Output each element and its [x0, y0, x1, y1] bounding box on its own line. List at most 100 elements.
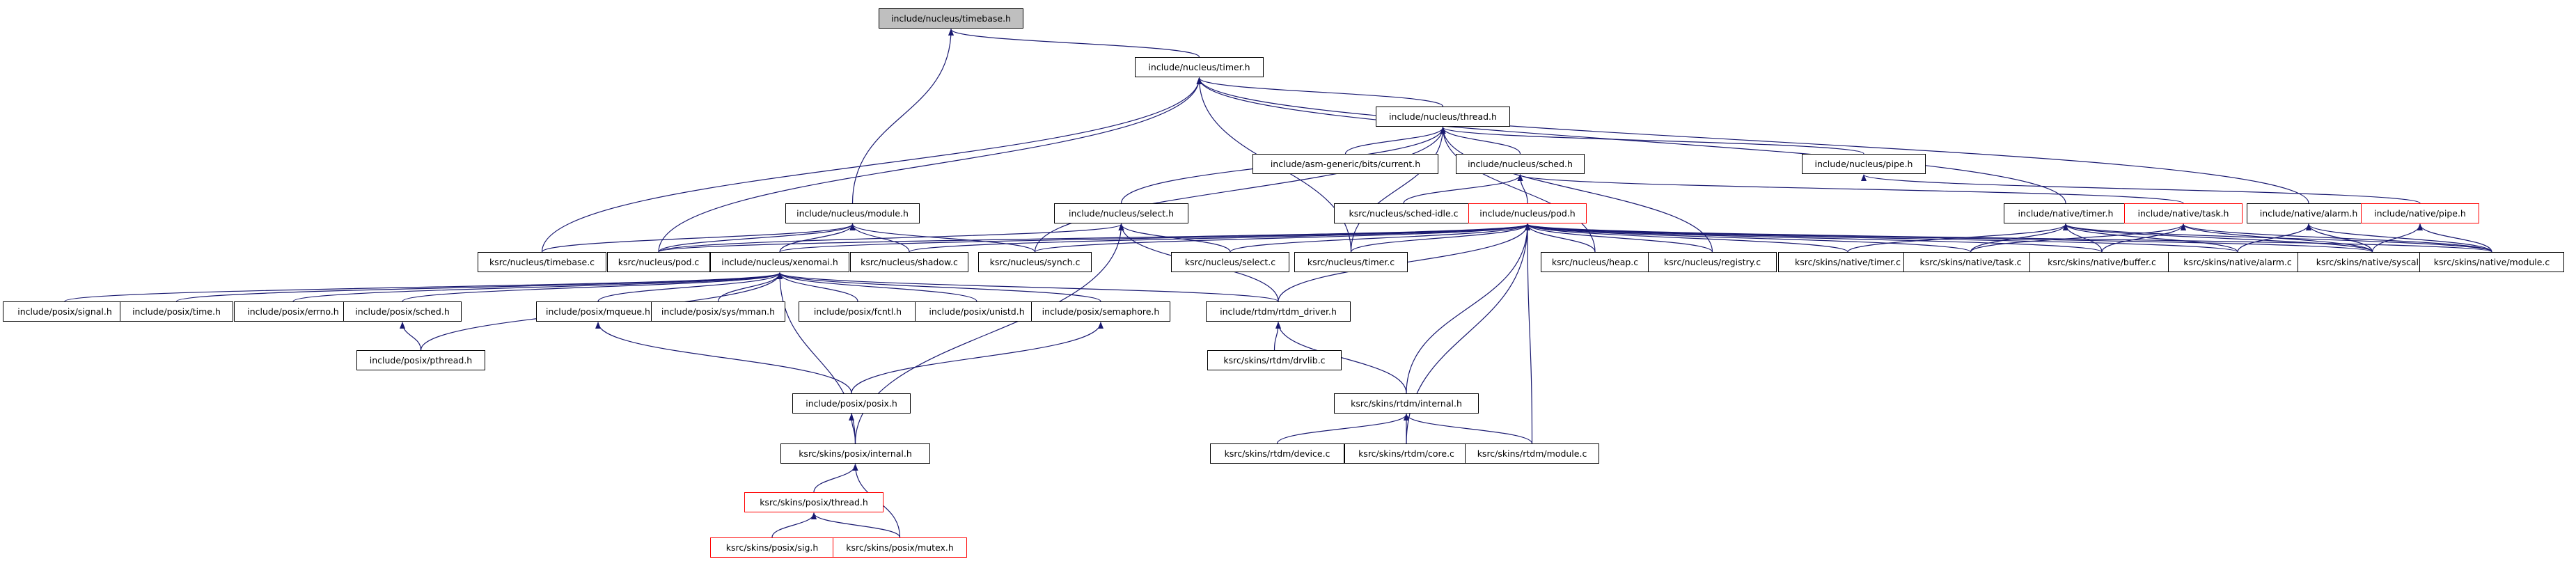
dependency-edge — [777, 272, 856, 444]
graph-node[interactable]: include/native/pipe.h — [2361, 203, 2479, 223]
dependency-edge — [1350, 223, 1530, 253]
dependency-edge — [1440, 127, 1713, 253]
graph-node[interactable]: include/posix/pthread.h — [356, 350, 485, 370]
graph-node[interactable]: include/asm-generic/bits/current.h — [1252, 154, 1438, 174]
graph-node[interactable]: ksrc/skins/posix/mutex.h — [833, 537, 967, 558]
dependency-edge — [1344, 127, 1446, 155]
dependency-edge — [909, 223, 1530, 253]
graph-node[interactable]: include/posix/sys/mman.h — [651, 301, 785, 322]
dependency-edge — [849, 414, 856, 444]
graph-node[interactable]: ksrc/skins/posix/sig.h — [710, 537, 834, 558]
graph-node[interactable]: ksrc/skins/native/buffer.c — [2029, 252, 2174, 272]
graph-node[interactable]: include/nucleus/timebase.h — [879, 8, 1023, 29]
graph-node[interactable]: include/nucleus/pipe.h — [1802, 154, 1926, 174]
graph-node[interactable]: ksrc/skins/native/timer.c — [1778, 252, 1917, 272]
graph-node[interactable]: include/native/alarm.h — [2247, 203, 2371, 223]
dependency-edge — [779, 223, 856, 253]
dependency-edge — [1275, 322, 1407, 394]
dependency-edge — [777, 272, 858, 302]
dependency-edge — [1525, 223, 2492, 253]
graph-node[interactable]: ksrc/nucleus/sched-idle.c — [1334, 203, 1473, 223]
graph-node[interactable]: ksrc/nucleus/shadow.c — [850, 252, 968, 272]
dependency-edge — [1440, 127, 1864, 155]
dependency-edge — [851, 29, 954, 204]
graph-node[interactable]: include/native/timer.h — [2004, 203, 2128, 223]
dependency-edge — [1861, 174, 2421, 204]
dependency-edge — [2063, 223, 2238, 253]
graph-node[interactable]: ksrc/skins/posix/internal.h — [780, 443, 930, 464]
dependency-edge — [1847, 223, 2068, 253]
dependency-edge — [292, 272, 783, 302]
graph-node[interactable]: ksrc/skins/rtdm/core.c — [1344, 443, 1468, 464]
graph-node[interactable]: include/native/task.h — [2124, 203, 2243, 223]
graph-node[interactable]: ksrc/skins/native/task.c — [1903, 252, 2038, 272]
graph-node[interactable]: include/posix/signal.h — [3, 301, 127, 322]
graph-node[interactable]: include/nucleus/thread.h — [1376, 107, 1510, 127]
dependency-edge — [2417, 223, 2492, 253]
dependency-edge — [1525, 223, 1972, 253]
dependency-edge — [541, 77, 1202, 253]
dependency-edge — [541, 223, 856, 253]
graph-node[interactable]: ksrc/nucleus/pod.c — [607, 252, 710, 272]
graph-node[interactable]: include/posix/time.h — [120, 301, 233, 322]
dependency-edge — [1276, 414, 1409, 444]
graph-node[interactable]: include/nucleus/xenomai.h — [710, 252, 849, 272]
graph-node[interactable]: include/nucleus/sched.h — [1456, 154, 1585, 174]
dependency-edge — [2371, 223, 2423, 253]
graph-node[interactable]: include/posix/mqueue.h — [536, 301, 660, 322]
dependency-edge — [595, 322, 852, 394]
graph-node[interactable]: include/posix/semaphore.h — [1031, 301, 1170, 322]
dependency-edge — [1406, 223, 1530, 394]
dependency-edge — [2181, 223, 2373, 253]
graph-node[interactable]: ksrc/skins/posix/thread.h — [744, 492, 883, 512]
dependency-edge — [597, 272, 783, 302]
graph-node[interactable]: include/nucleus/timer.h — [1135, 57, 1264, 77]
graph-node[interactable]: ksrc/nucleus/timebase.c — [478, 252, 606, 272]
dependency-edge — [1970, 223, 2186, 253]
dependency-edge — [2306, 223, 2492, 253]
dependency-edge — [779, 223, 1530, 253]
graph-node[interactable]: ksrc/skins/rtdm/internal.h — [1334, 393, 1479, 414]
dependency-edge — [1525, 223, 2373, 253]
graph-node[interactable]: include/posix/posix.h — [792, 393, 911, 414]
dependency-edge — [1440, 127, 1521, 155]
dependency-edge — [777, 272, 977, 302]
graph-node[interactable]: include/posix/fcntl.h — [799, 301, 917, 322]
dependency-edge — [777, 272, 1279, 302]
dependency-edge — [1196, 77, 2309, 204]
dependency-edge — [1034, 127, 1446, 253]
dependency-edge — [1525, 223, 2103, 253]
graph-node[interactable]: ksrc/skins/rtdm/drvlib.c — [1207, 350, 1342, 370]
graph-node[interactable]: ksrc/nucleus/timer.c — [1294, 252, 1408, 272]
dependency-edge — [400, 322, 422, 351]
graph-node[interactable]: include/nucleus/pod.h — [1468, 203, 1587, 223]
graph-node[interactable]: include/rtdm/rtdm_driver.h — [1206, 301, 1351, 322]
graph-node[interactable]: include/nucleus/module.h — [785, 203, 920, 223]
graph-node[interactable]: include/posix/unistd.h — [915, 301, 1039, 322]
graph-node[interactable]: include/posix/errno.h — [234, 301, 352, 322]
dependency-edge — [1525, 223, 1848, 253]
graph-node[interactable]: ksrc/skins/native/module.c — [2419, 252, 2564, 272]
dependency-edge — [813, 464, 858, 493]
dependency-edge — [1525, 223, 1533, 444]
dependency-edge — [948, 29, 1200, 58]
dependency-edge — [1273, 322, 1281, 351]
graph-node[interactable]: ksrc/skins/rtdm/device.c — [1210, 443, 1344, 464]
graph-node[interactable]: ksrc/nucleus/synch.c — [978, 252, 1092, 272]
dependency-edge — [64, 272, 783, 302]
graph-node[interactable]: ksrc/nucleus/heap.c — [1541, 252, 1649, 272]
dependency-edge — [402, 272, 783, 302]
graph-node[interactable]: ksrc/nucleus/select.c — [1171, 252, 1289, 272]
dependency-edge — [175, 272, 783, 302]
graph-node[interactable]: include/posix/sched.h — [343, 301, 462, 322]
graph-node[interactable]: ksrc/skins/rtdm/module.c — [1465, 443, 1599, 464]
graph-node[interactable]: include/nucleus/select.h — [1054, 203, 1188, 223]
dependency-edge — [1230, 223, 1530, 253]
dependency-edge — [2181, 223, 2492, 253]
dependency-edge — [1350, 127, 1446, 253]
graph-node[interactable]: ksrc/skins/native/alarm.c — [2168, 252, 2307, 272]
graph-node[interactable]: ksrc/nucleus/registry.c — [1648, 252, 1777, 272]
dependency-edge — [2063, 223, 2373, 253]
dependency-edge — [851, 322, 1104, 394]
